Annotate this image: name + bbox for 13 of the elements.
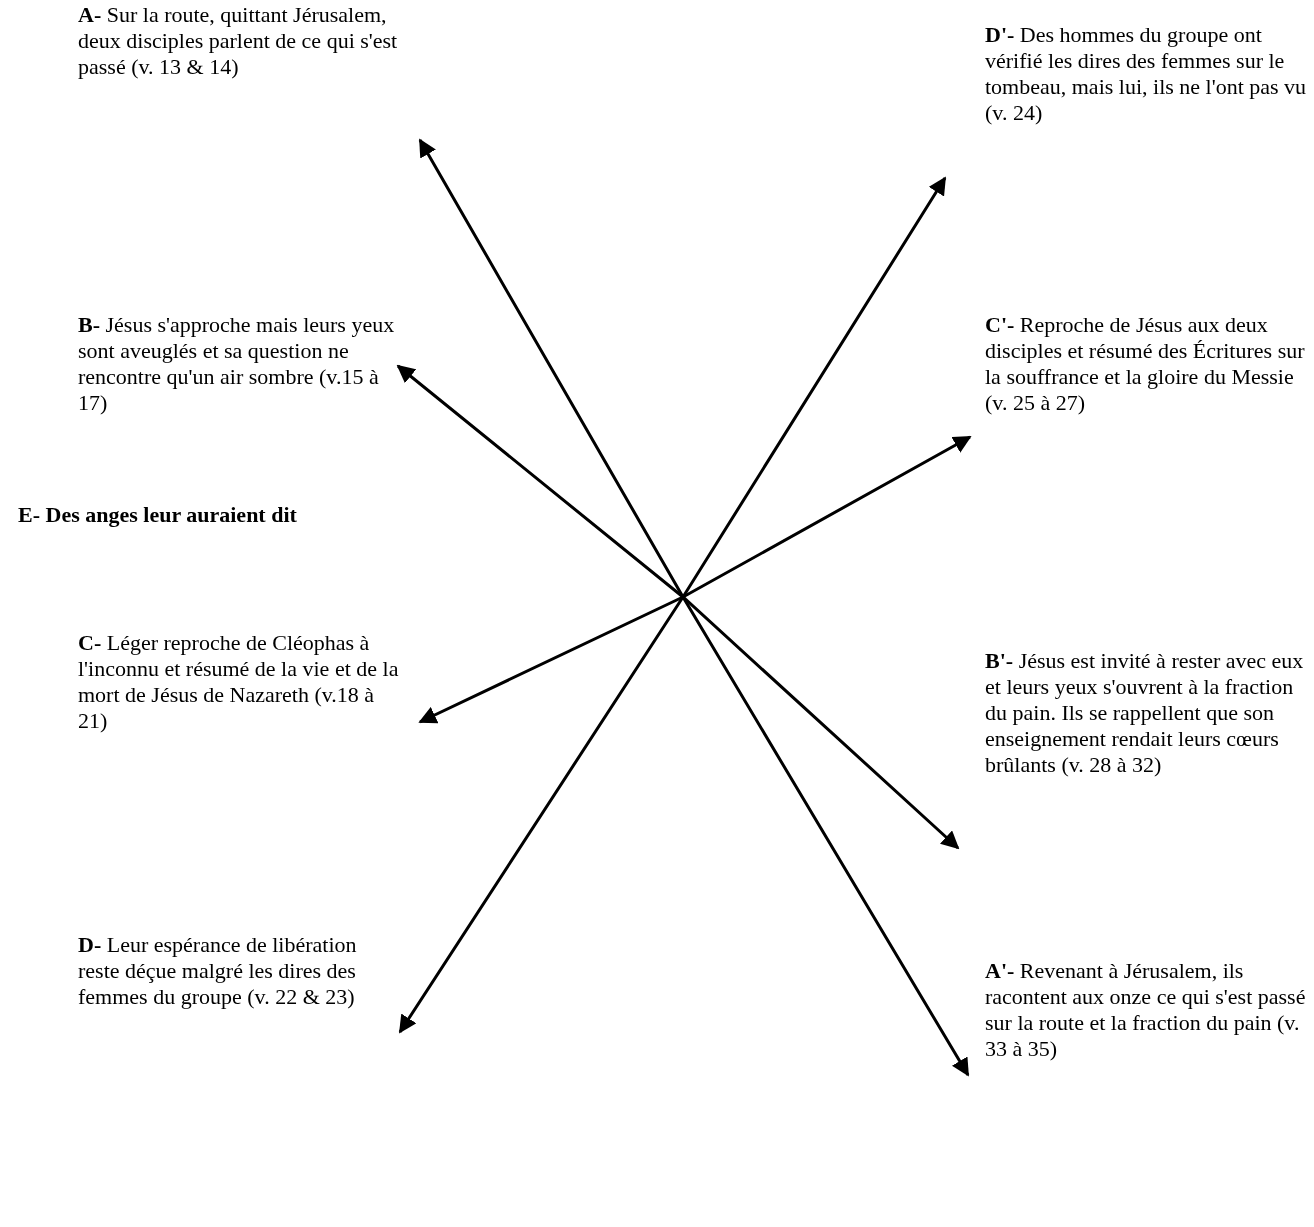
passage-text: D- Leur espérance de libération reste déçue malgré les dires des femmes du groupe (v. 22 & 23) xyxy=(78,932,403,1010)
passage-text: B'- Jésus est invité à rester avec eux et leurs yeux s'ouvrent à la fraction du pain. Ils se rappellent que son enseignement rendait leurs cœurs brûlants (v. 28 à 32) xyxy=(985,648,1310,778)
passage-text: C'- Reproche de Jésus aux deux disciples et résumé des Écritures sur la souffrance et la gloire du Messie (v. 25 à 27) xyxy=(985,312,1310,416)
double-arrow xyxy=(396,364,960,850)
double-arrow xyxy=(398,176,947,1034)
double-arrow xyxy=(418,138,970,1077)
heading-text: E- Des anges leur auraient dit xyxy=(18,502,297,528)
double-arrow xyxy=(418,435,972,724)
passage-text: C- Léger reproche de Cléophas à l'inconnu et résumé de la vie et de la mort de Jésus de Nazareth (v.18 à 21) xyxy=(78,630,403,734)
passage-text: B- Jésus s'approche mais leurs yeux sont aveuglés et sa question ne rencontre qu'un air sombre (v.15 à 17) xyxy=(78,312,403,416)
passage-text: A- Sur la route, quittant Jérusalem, deux disciples parlent de ce qui s'est passé (v. 13 & 14) xyxy=(78,2,403,80)
passage-text: D'- Des hommes du groupe ont vérifié les dires des femmes sur le tombeau, mais lui, ils ne l'ont pas vu (v. 24) xyxy=(985,22,1310,126)
passage-text: A'- Revenant à Jérusalem, ils racontent aux onze ce qui s'est passé sur la route et la fraction du pain (v. 33 à 35) xyxy=(985,958,1310,1062)
